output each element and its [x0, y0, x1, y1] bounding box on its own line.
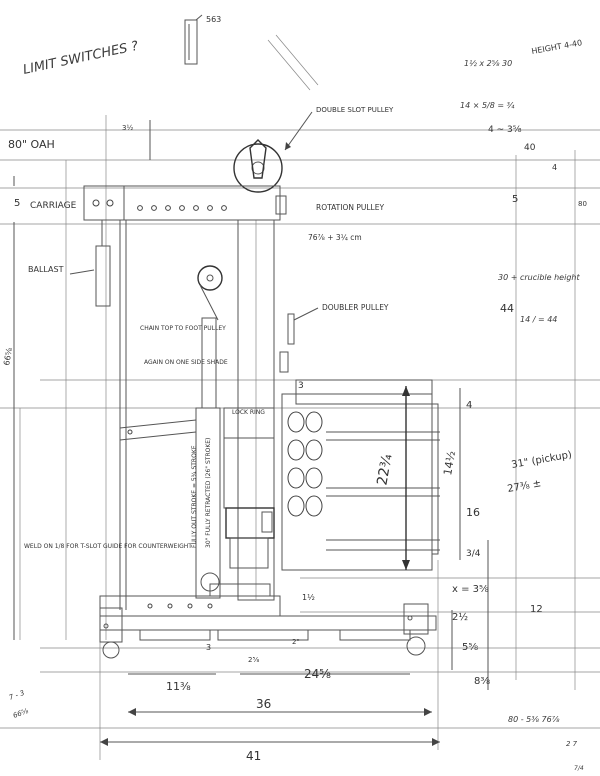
- label-dim-41: 41: [246, 749, 261, 763]
- construction-lines: [0, 115, 600, 760]
- label-dim-3-top: 3: [298, 381, 304, 391]
- lift-cylinder: [119, 407, 275, 599]
- label-dim-16: 16: [466, 506, 480, 519]
- label-dim-24-58: 24⅝: [304, 667, 331, 681]
- label-dim-80-right: 80: [578, 200, 587, 208]
- label-crucible: 30 + crucible height: [498, 273, 580, 282]
- label-cord: 76⅞ + 3¼ cm: [308, 233, 362, 242]
- label-fully-out: FULLY OUT STROKE = 5¾ STROKE: [191, 445, 198, 548]
- label-dim-2-58: 2⅝: [248, 656, 259, 664]
- label-bottom-left-1: 7 - 3: [8, 689, 26, 702]
- label-dim-5-8: 5⅝: [462, 642, 478, 653]
- label-dim-3-4: 3/4: [466, 549, 481, 559]
- carriage-holes: [137, 205, 227, 211]
- label-carriage-5: 5: [14, 198, 20, 209]
- dimension-lines: [13, 120, 489, 746]
- label-dim-11-38: 11⅜: [166, 680, 191, 693]
- label-dim-4-right: 4: [552, 163, 557, 172]
- label-dim-44: 44: [500, 302, 514, 315]
- label-dim-8-38: 8⅜: [474, 676, 490, 687]
- double-slot-pulley: [233, 111, 313, 193]
- label-dim-22-75: 22¾: [374, 452, 395, 486]
- casters: [99, 603, 429, 659]
- label-lock-ring: LOCK RING: [232, 409, 265, 416]
- label-calc-mid: 14 × 5/8 = ¾: [460, 101, 515, 110]
- label-double-slot-pulley: DOUBLE SLOT PULLEY: [316, 106, 394, 114]
- label-height-note: HEIGHT 4-40: [531, 38, 583, 56]
- label-corner-mark2: 7/4: [574, 765, 584, 772]
- label-dim-3-5: 3½: [122, 124, 133, 132]
- crucible-holder: [281, 379, 440, 571]
- holder-holes: [287, 411, 323, 517]
- label-bottom-left-2: 66⅝: [12, 707, 30, 720]
- label-dim-4-38: 4 ~ 3⅝: [488, 125, 522, 135]
- label-dim-2: 2": [292, 638, 300, 646]
- label-chain-note: CHAIN TOP TO FOOT PULLEY: [140, 325, 226, 332]
- label-dim-36: 36: [256, 697, 271, 711]
- label-top-ref: 563: [206, 15, 221, 24]
- label-calc-top: 1½ x 2⅝ 30: [464, 59, 512, 68]
- label-doubler-pulley: DOUBLER PULLEY: [322, 303, 389, 312]
- label-dim-14-5: 14½: [441, 450, 458, 477]
- label-corner-mark: 2 7: [566, 740, 578, 748]
- label-weld-note: WELD ON 1/8 FOR T-SLOT GUIDE FOR COUNTER…: [24, 543, 192, 550]
- base-frame: [99, 572, 437, 641]
- label-left-height: 66⅝: [2, 347, 14, 366]
- label-dim-x: x = 3⅝: [452, 584, 489, 595]
- label-dim-27: 27⅜ ±: [507, 478, 542, 495]
- label-dim-1-5: 1½: [302, 593, 315, 602]
- label-dim-12: 12: [530, 604, 543, 615]
- label-again-note: AGAIN ON ONE SIDE SHADE: [144, 359, 228, 366]
- label-dim-2-5: 2½: [452, 611, 468, 623]
- ballast: [69, 220, 111, 307]
- label-dim-31: 31" (pickup): [511, 449, 573, 470]
- top-bracket-sketch: [184, 14, 319, 91]
- doubler-pulley: [197, 265, 319, 600]
- label-oah: 80" OAH: [8, 138, 55, 151]
- label-dim-40: 40: [524, 143, 536, 153]
- label-dim-5-right: 5: [512, 194, 518, 205]
- label-dim-4: 4: [466, 400, 472, 411]
- label-fully-retracted: 30" FULLY RETRACTED (26" STROKE): [205, 438, 212, 548]
- label-carriage: CARRIAGE: [30, 201, 77, 211]
- label-dim-3-bottom: 3: [206, 643, 211, 652]
- title-note: LIMIT SWITCHES ?: [22, 39, 140, 78]
- label-ballast: BALLAST: [28, 265, 64, 274]
- label-bottom-calc: 80 - 5⅜ 76⅞: [508, 715, 560, 724]
- label-dim-44-sum: 14 / = 44: [520, 315, 557, 324]
- carriage-beam: [83, 185, 287, 610]
- label-rotation-pulley: ROTATION PULLEY: [316, 203, 384, 212]
